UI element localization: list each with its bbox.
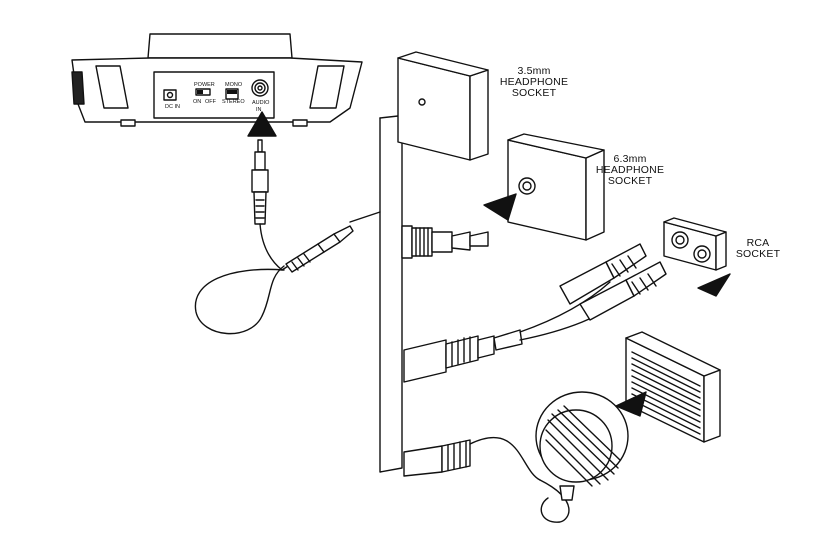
rca-name: RCA — [746, 237, 770, 249]
base-panel-labels: DC IN POWER ON OFF MONO STEREO AUDIO IN — [165, 82, 270, 113]
socket-35-type: HEADPHONE — [499, 76, 569, 88]
in-label: IN — [256, 107, 262, 113]
panel-edge — [379, 111, 403, 473]
off-label: OFF — [205, 99, 217, 105]
dc-in-label: DC IN — [165, 104, 180, 110]
rca-label: RCA SOCKET — [718, 238, 798, 260]
arrow-to-audio-in — [247, 111, 277, 137]
audio-cable — [194, 139, 354, 335]
stereo-label: STEREO — [222, 99, 245, 105]
base-station — [71, 33, 363, 127]
power-label: POWER — [194, 82, 215, 88]
on-label: ON — [193, 99, 201, 105]
socket-35-plate — [397, 51, 489, 161]
audio-label: AUDIO — [252, 100, 270, 106]
arrow-to-63-socket — [483, 193, 517, 221]
arrow-to-rca — [697, 273, 731, 297]
speaker-grille — [625, 331, 721, 443]
socket-35-label: 3.5mm HEADPHONE SOCKET — [488, 66, 580, 99]
socket-35-size: 3.5mm — [517, 65, 551, 77]
socket-63-type: HEADPHONE — [595, 164, 665, 176]
socket-63-plate — [507, 133, 605, 241]
adapter-63 — [401, 225, 489, 259]
socket-63-size: 6.3mm — [613, 153, 647, 165]
socket-63-word: SOCKET — [607, 175, 653, 187]
rca-word: SOCKET — [735, 248, 781, 260]
arrow-to-grille — [615, 391, 647, 417]
rca-plate — [663, 217, 727, 271]
socket-63-label: 6.3mm HEADPHONE SOCKET — [584, 154, 676, 187]
mono-label: MONO — [225, 82, 243, 88]
socket-35-word: SOCKET — [511, 87, 557, 99]
rca-cable — [403, 243, 667, 383]
acoustic-coupler — [403, 391, 629, 523]
